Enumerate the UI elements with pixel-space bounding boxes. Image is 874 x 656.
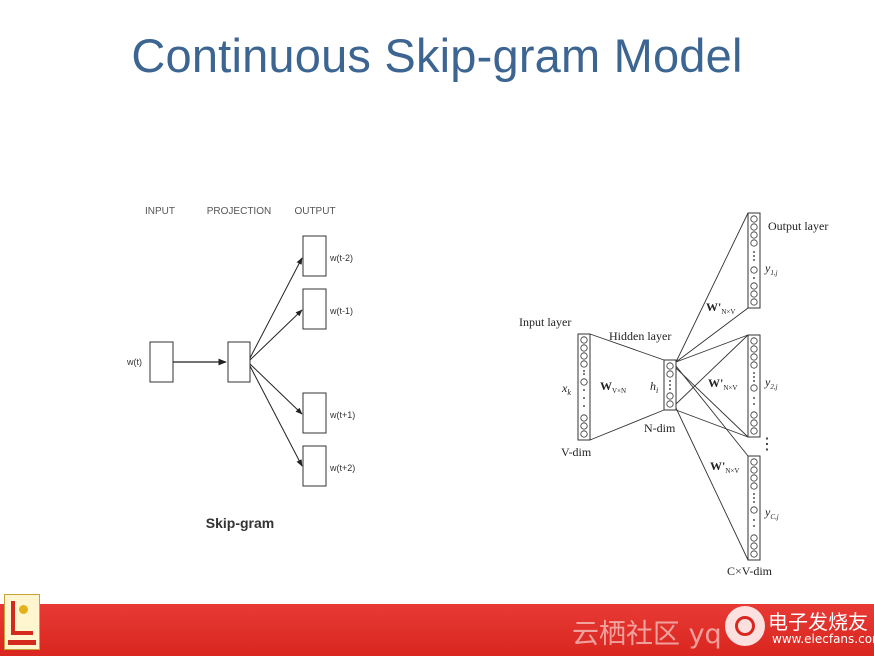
output-arrow-2 (249, 309, 303, 361)
w-output-label-3: W'N×V (710, 459, 739, 475)
watermark-text: 云栖社区 yq (572, 619, 722, 650)
output-column-1-nodes (750, 215, 758, 306)
output-column-2-nodes (750, 337, 758, 435)
output-box-1 (302, 235, 327, 277)
cv-dim-label: C×V-dim (727, 564, 773, 578)
hidden-layer-nodes (666, 362, 674, 408)
y-label-3: yC,j (764, 505, 779, 521)
brand-name: 电子发烧友 (768, 610, 868, 634)
output-column-3-nodes (750, 458, 758, 558)
input-hidden-connections (589, 333, 665, 441)
output-layer-label: Output layer (768, 219, 828, 233)
output-word-3: w(t+1) (329, 410, 355, 420)
output-column-1-dots (753, 251, 755, 279)
hidden-output-connections (675, 212, 749, 561)
n-dim-label: N-dim (644, 421, 676, 435)
elecfans-logo-icon (725, 606, 765, 646)
output-ellipsis: ⋮ (759, 436, 775, 453)
brand-url: www.elecfans.com (772, 632, 874, 646)
output-word-4: w(t+2) (329, 463, 355, 473)
projection-box (227, 341, 251, 383)
output-box-2 (302, 288, 327, 330)
skipgram-caption: Skip-gram (206, 515, 274, 531)
header-projection: PROJECTION (207, 206, 271, 217)
output-word-2: w(t-1) (329, 306, 353, 316)
w-input-label: WV×N (600, 379, 626, 395)
y-label-2: y2,j (764, 375, 778, 391)
output-arrow-4 (249, 365, 303, 467)
input-layer-dots (583, 370, 585, 407)
output-box-4 (302, 445, 327, 487)
v-dim-label: V-dim (561, 445, 592, 459)
output-arrow-1 (249, 257, 303, 359)
logo-strip (8, 640, 36, 645)
footer-logo (4, 594, 40, 650)
logo-mark (11, 601, 33, 635)
network-diagram: ⋮ Input layer Hidden layer Output lay (519, 212, 828, 578)
slide-title: Continuous Skip-gram Model (131, 29, 743, 82)
input-box (149, 341, 174, 383)
output-box-3 (302, 392, 327, 434)
logo-dot (19, 605, 28, 614)
output-word-1: w(t-2) (329, 253, 353, 263)
hidden-layer-dots (669, 380, 671, 390)
output-arrow-3 (249, 363, 303, 415)
input-layer-label: Input layer (519, 315, 571, 329)
hidden-h-label: hi (650, 379, 658, 395)
header-input: INPUT (145, 206, 175, 217)
skipgram-diagram: INPUT PROJECTION OUTPUT w(t) w(t-2) w(t-… (126, 206, 355, 531)
hidden-layer-label: Hidden layer (609, 329, 671, 343)
y-label-1: y1,j (764, 261, 778, 277)
input-x-label: xk (561, 381, 571, 397)
w-output-label-1: W'N×V (706, 300, 735, 316)
output-column-3-dots (753, 493, 755, 527)
input-layer-nodes (580, 336, 588, 438)
header-output: OUTPUT (294, 206, 335, 217)
input-layer-column (577, 333, 591, 441)
input-word: w(t) (126, 357, 142, 367)
output-column-2-dots (753, 372, 755, 405)
w-output-label-2: W'N×V (708, 376, 737, 392)
